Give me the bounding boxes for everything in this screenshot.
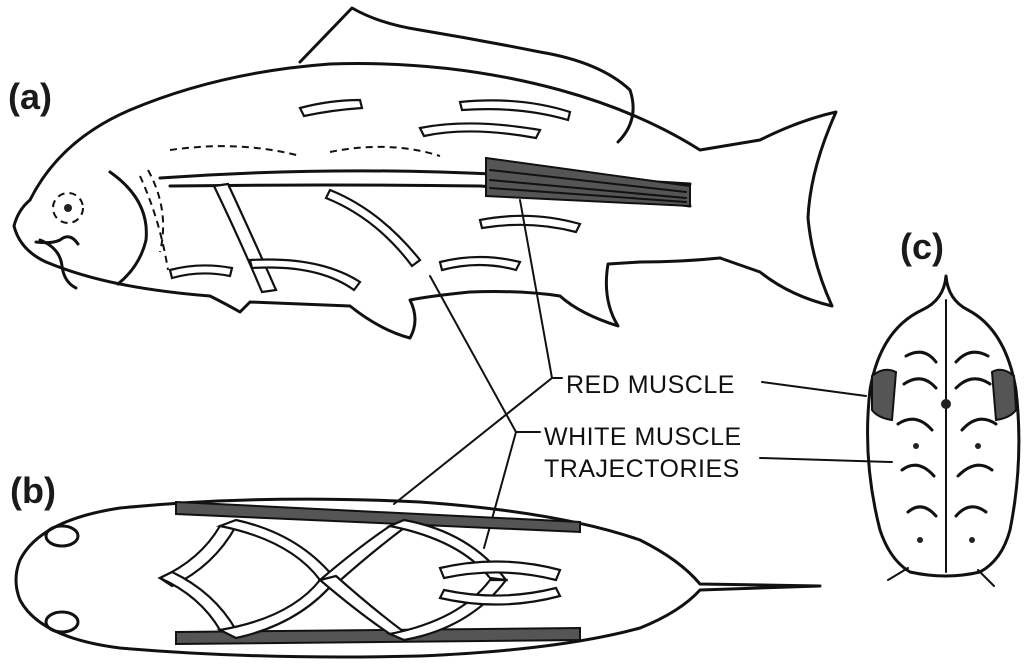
fish-top-view [14, 497, 822, 659]
white-muscle-helix [438, 586, 562, 606]
myotome-section [954, 350, 990, 364]
white-muscle-ribbon [438, 255, 522, 272]
white-muscle-ribbon [248, 258, 362, 292]
white-muscle-ribbon [298, 98, 364, 118]
myotome-trace [329, 145, 441, 157]
white-muscle-label-line2: TRAJECTORIES [544, 455, 740, 483]
top-view-body [14, 497, 822, 659]
cross-section [866, 274, 1021, 587]
white-muscle-leader [429, 275, 541, 433]
red-muscle-hatching [489, 169, 687, 203]
myotome-section [900, 463, 936, 478]
white-muscle-helix [438, 560, 562, 582]
top-view-eye [44, 610, 80, 634]
red-muscle-leader-c [761, 381, 867, 397]
fleck [969, 537, 975, 543]
red-muscle-leader [393, 377, 553, 505]
white-muscle-ribbon [418, 122, 542, 140]
myotome-section [954, 505, 988, 518]
red-muscle-patch [871, 368, 898, 422]
white-muscle-label: WHITE MUSCLE [544, 423, 742, 451]
white-muscle-ribbon [168, 264, 234, 280]
leader-lines [393, 199, 893, 549]
barbel [38, 238, 78, 290]
myotome-trace [139, 175, 169, 271]
white-muscle-leader [483, 431, 517, 549]
myotome-section [896, 417, 934, 432]
eye-pupil [64, 204, 72, 212]
fish-body-lower [12, 198, 722, 340]
myotome-trace [169, 145, 301, 157]
fleck [917, 537, 923, 543]
dorsal-fin [298, 6, 635, 144]
gill-arch [147, 169, 165, 253]
myotome-section [906, 505, 938, 518]
myotome-section [960, 417, 998, 432]
mouth [34, 235, 80, 246]
fin-ray [977, 569, 995, 587]
fin-ray [887, 567, 909, 581]
myotome-section [904, 350, 938, 364]
white-muscle-helix [317, 524, 407, 586]
spinal-dot [941, 399, 951, 409]
panel-label-c: (c) [900, 226, 944, 267]
panel-label-b: (b) [10, 470, 56, 511]
red-muscle-patch [990, 368, 1018, 422]
white-muscle-leader-c [759, 457, 893, 463]
white-muscle-helix [157, 570, 238, 632]
white-muscle-helix [216, 518, 339, 582]
white-muscle-ribbon [458, 99, 572, 122]
fleck [913, 443, 919, 449]
fish-side-view [12, 6, 838, 340]
red-muscle-strip-bottom [175, 626, 581, 646]
gill-cover [108, 170, 148, 286]
white-muscle-ribbon [478, 214, 582, 234]
top-view-eye [44, 524, 80, 548]
fleck [975, 443, 981, 449]
white-muscle-ribbon [324, 188, 422, 268]
red-muscle-strip-top [175, 500, 581, 534]
cross-section-outline [866, 274, 1021, 578]
myotome-section [956, 463, 994, 478]
red-muscle-label: RED MUSCLE [566, 371, 735, 399]
white-muscle-helix [317, 574, 407, 636]
fish-body-upper [28, 62, 838, 308]
white-muscle-helix [216, 578, 339, 640]
panel-label-a: (a) [8, 76, 52, 117]
myotome-section [902, 377, 938, 390]
eye-outline [52, 192, 84, 224]
myotome-section [954, 377, 992, 390]
